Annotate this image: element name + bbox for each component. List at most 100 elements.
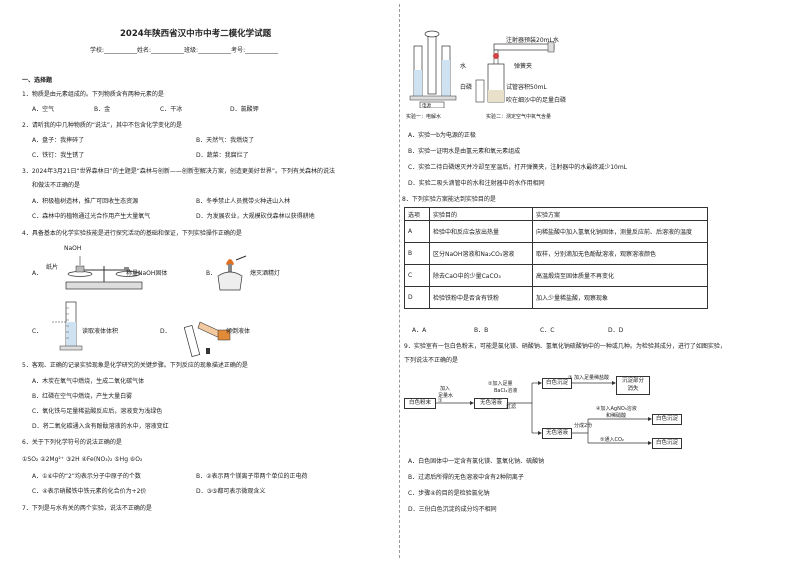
q3-opt-c[interactable]: C．森林中的植物通过光合作用产生大量氧气 bbox=[32, 213, 151, 220]
q3-opt-b[interactable]: B．冬季禁止人员携带火种进山入林 bbox=[196, 198, 291, 205]
alcohol-lamp-illustration bbox=[217, 255, 247, 291]
student-info: 学校:___________姓名:___________班级:_________… bbox=[90, 47, 279, 54]
section-heading: 一、选择题 bbox=[22, 77, 53, 84]
phosphorus-label: 白磷 bbox=[460, 84, 473, 91]
q2-opt-c[interactable]: C．铁钉：我生锈了 bbox=[32, 152, 85, 159]
balance-illustration bbox=[65, 256, 143, 290]
q1-opt-b[interactable]: B．金 bbox=[94, 106, 111, 113]
q4-stem: 4．具备基本的化学实验技能是进行探究活动的基础和保证，下列实验操作正确的是 bbox=[22, 230, 242, 237]
q5-opt-a[interactable]: A．木炭在氧气中燃烧，生成二氧化碳气体 bbox=[32, 378, 145, 385]
q6-opt-a[interactable]: A．①⑥中的“2”均表示分子中原子的个数 bbox=[32, 473, 141, 480]
q4-d-caption: 倾倒液体 bbox=[226, 328, 251, 335]
figure-caption-1: 实验一：电解水 bbox=[406, 114, 442, 120]
table-cell: A bbox=[404, 220, 430, 243]
flow-box-ppt2: 白色沉淀 bbox=[652, 414, 682, 425]
q4-opt-c[interactable]: C． bbox=[32, 328, 43, 335]
q2-opt-d[interactable]: D．蔬菜：我腐烂了 bbox=[196, 152, 249, 159]
table-cell: C bbox=[404, 264, 430, 287]
q2-opt-a[interactable]: A．盘子：我摔碎了 bbox=[32, 137, 85, 144]
q7-opt-c[interactable]: C．实验二待白磷熄灭并冷却至室温后，打开弹簧夹，注射器中的水最终减少10mL bbox=[408, 164, 628, 171]
table-cell: 高温煅烧至固体质量不再变化 bbox=[532, 264, 708, 287]
flow-hcl: 加入足量稀盐酸 bbox=[574, 375, 610, 381]
flow-box-colorless: 无色溶液 bbox=[542, 428, 572, 439]
q4-opt-a[interactable]: A． bbox=[32, 270, 43, 277]
table-header-option: 选项 bbox=[404, 207, 430, 221]
q9-opt-c[interactable]: C．步骤④的目的是检验氯化钠 bbox=[408, 490, 490, 497]
q9-stem-line2: 下列说法不正确的是 bbox=[404, 357, 459, 364]
q6-opt-c[interactable]: C．④表示硝酸铁中铁元素的化合价为+2价 bbox=[32, 488, 147, 495]
water-label: 水 bbox=[460, 63, 467, 70]
table-cell: 除去CaO中的少量CaCO₃ bbox=[429, 264, 533, 287]
q8-opt-c[interactable]: C．C bbox=[540, 327, 555, 334]
q7-opt-d[interactable]: D．实验二吸头滴管中的水和注射器中的水作用相同 bbox=[408, 180, 545, 187]
flow-agno3-b: 和稀硝酸 bbox=[606, 413, 627, 419]
electrolysis-apparatus bbox=[409, 30, 457, 108]
sand-phosphorus-label: 吹在细沙中的足量白磷 bbox=[506, 97, 567, 104]
flow-add-water-2: 足量水 bbox=[438, 393, 454, 399]
flow-filter: 过滤 bbox=[506, 404, 517, 410]
q8-opt-d[interactable]: D．D bbox=[608, 327, 624, 334]
flow-box-powder: 白色粉末 bbox=[404, 398, 436, 409]
q5-opt-c[interactable]: C．氧化铁与足量稀盐酸反应后，溶液变为浅绿色 bbox=[32, 408, 163, 415]
q8-stem: 8．下列实验方案能达到实验目的是 bbox=[402, 196, 496, 203]
q7-stem: 7．下列是与水有关的两个实验，说法不正确的是 bbox=[22, 505, 152, 512]
q1-opt-c[interactable]: C．干冰 bbox=[160, 106, 183, 113]
table-cell: 取样，分别滴加无色酚酞溶液，观察溶液颜色 bbox=[532, 242, 708, 265]
flow-step-1: ① bbox=[438, 398, 443, 404]
q6-opt-d[interactable]: D．③⑤都可表示微观含义 bbox=[196, 488, 266, 495]
flow-bacl2-b: BaCl₂溶液 bbox=[494, 388, 518, 394]
q5-stem: 5．客观、正确的记录实验现象是化学研究的关键步骤。下列反应的现象描述正确的是 bbox=[22, 362, 248, 369]
table-header-plan: 实验方案 bbox=[532, 207, 708, 221]
table-row: A 检验中和反应会放出热量 向稀盐酸中加入氢氧化钠固体，测量反应前、后溶液的温度 bbox=[404, 220, 708, 243]
flow-step-3: ③ bbox=[568, 375, 573, 381]
q1-opt-a[interactable]: A．空气 bbox=[32, 106, 55, 113]
q8-opt-b[interactable]: B．B bbox=[474, 327, 489, 334]
q1-opt-d[interactable]: D．氯酸钾 bbox=[230, 106, 259, 113]
q3-stem-line2: 和做法不正确的是 bbox=[32, 182, 81, 189]
q2-opt-b[interactable]: B．天然气：我燃烧了 bbox=[196, 137, 255, 144]
figure-caption-2: 实验二：测定空气中氧气含量 bbox=[486, 114, 552, 120]
flow-hcl-result-2: 消失 bbox=[627, 386, 639, 392]
q7-opt-b[interactable]: B．实验一证明水是由氢元素和氧元素组成 bbox=[408, 148, 521, 155]
battery-label: 电源 bbox=[422, 104, 431, 109]
column-divider bbox=[399, 4, 400, 558]
graduated-cylinder-illustration bbox=[52, 301, 83, 351]
q5-opt-d[interactable]: D．将二氧化碳通入含有酚酞溶液的水中，溶液变红 bbox=[32, 423, 169, 430]
table-cell: 检验中和反应会放出热量 bbox=[429, 220, 533, 243]
q1-stem: 1．物质是由元素组成的。下列物质含有两种元素的是 bbox=[22, 91, 164, 98]
oxygen-measurement-apparatus bbox=[475, 41, 555, 103]
flow-bacl2: ②加入足量 bbox=[488, 381, 513, 387]
q3-opt-a[interactable]: A．积极植树造林，推广可回收生态资源 bbox=[32, 198, 139, 205]
paper-label: 纸片 bbox=[46, 264, 59, 271]
table-row: B 区分NaOH溶液和Na₂CO₃溶液 取样，分别滴加无色酚酞溶液，观察溶液颜色 bbox=[404, 242, 708, 265]
q6-opt-b[interactable]: B．②表示两个镁离子带两个单位的正电荷 bbox=[196, 473, 308, 480]
q8-table: 选项 实验目的 实验方案 A 检验中和反应会放出热量 向稀盐酸中加入氢氧化钠固体… bbox=[404, 207, 708, 309]
q4-a-caption: 称量NaOH固体 bbox=[126, 270, 168, 277]
q8-opt-a[interactable]: A．A bbox=[412, 327, 427, 334]
table-cell: 向稀盐酸中加入氢氧化钠固体，测量反应前、后溶液的温度 bbox=[532, 220, 708, 243]
table-header-row: 选项 实验目的 实验方案 bbox=[404, 207, 708, 221]
clamp-label: 弹簧夹 bbox=[514, 63, 533, 70]
q4-opt-b[interactable]: B． bbox=[206, 270, 217, 277]
flow-chart-arrows bbox=[436, 381, 652, 445]
q7-opt-a[interactable]: A．实验一b为电源的正极 bbox=[408, 132, 476, 139]
flow-add-water: 加入 bbox=[440, 386, 451, 392]
q4-b-caption: 熄灭酒精灯 bbox=[250, 270, 281, 277]
flow-box-white-ppt: 白色沉淀 bbox=[542, 378, 572, 389]
q9-opt-a[interactable]: A．白色固体中一定含有氯化镁、氢氧化钠、硫酸钠 bbox=[408, 458, 545, 465]
q9-opt-b[interactable]: B．过滤后所得的无色溶液中含有2种阴离子 bbox=[408, 474, 524, 481]
q4-opt-d[interactable]: D． bbox=[160, 328, 171, 335]
table-cell: B bbox=[404, 242, 430, 265]
page-title: 2024年陕西省汉中市中考二模化学试题 bbox=[120, 29, 272, 39]
flow-box-solution: 无色溶液 bbox=[474, 398, 508, 409]
q3-opt-d[interactable]: D．为发展农业，大规模砍伐森林以获得耕地 bbox=[196, 213, 315, 220]
q9-opt-d[interactable]: D．三份白色沉淀的成分均不相同 bbox=[408, 506, 497, 513]
flow-box-partial-dissolve: 沉淀部分 消失 bbox=[616, 376, 650, 395]
q5-opt-b[interactable]: B．红磷在空气中燃烧，产生大量白雾 bbox=[32, 393, 133, 400]
flow-co2: ⑤通入CO₂ bbox=[600, 437, 624, 443]
table-cell: 区分NaOH溶液和Na₂CO₃溶液 bbox=[429, 242, 533, 265]
table-row: C 除去CaO中的少量CaCO₃ 高温煅烧至固体质量不再变化 bbox=[404, 264, 708, 287]
q9-stem-line1: 9．实验室有一包白色粉末，可能是氯化镁、硝酸钠、氢氧化钠硫酸钠中的一种或几种。为… bbox=[404, 343, 726, 350]
q2-stem: 2．请听我的中几种物质的“说法”，其中不包含化学变化的是 bbox=[22, 122, 183, 129]
table-row: D 检验铁粉中是否含有铁粉 加入少量稀盐酸，观察现象 bbox=[404, 286, 708, 309]
